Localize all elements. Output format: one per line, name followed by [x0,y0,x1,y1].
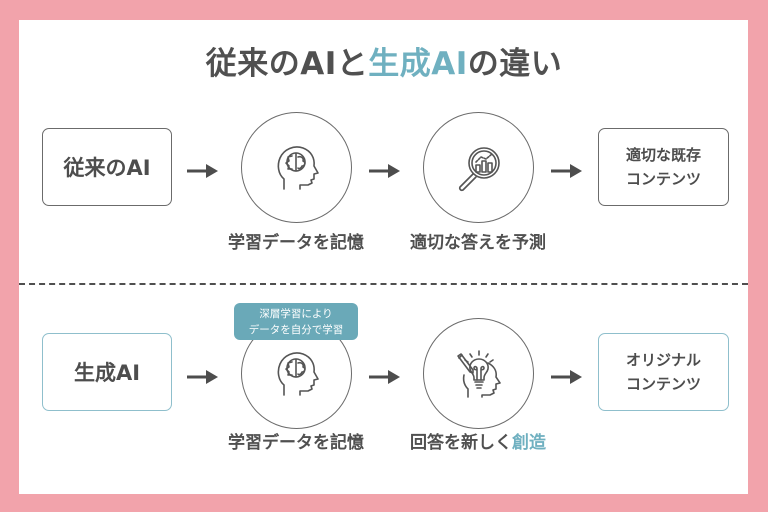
caption-accent: 創造 [512,433,546,453]
original-content-line2: コンテンツ [625,375,701,393]
section-divider [19,283,748,285]
title-part-3: の違い [467,46,563,82]
title-part-1: 従来のAIと [205,46,369,82]
arrow-right-icon [551,164,582,178]
brain-head-icon [277,351,319,396]
diagram-panel [19,20,748,494]
arrow-right-icon [369,370,400,384]
arrow-right-icon [187,370,218,384]
traditional-step1-caption: 学習データを記憶 [228,233,364,253]
brain-head-icon [277,145,319,190]
arrow-right-icon [551,370,582,384]
traditional-step1-circle [241,112,352,223]
badge-line2: データを自分で学習 [248,323,344,336]
generative-step2-caption: 回答を新しく創造 [378,432,578,454]
existing-content-box: 適切な既存 コンテンツ [598,128,729,206]
generative-step2-circle [423,318,534,429]
traditional-step2-caption: 適切な答えを予測 [410,233,546,253]
deep-learning-badge: 深層学習により データを自分で学習 [234,303,358,340]
original-content-box: オリジナル コンテンツ [598,333,729,411]
magnifier-chart-icon [458,146,500,191]
generative-step1-caption: 学習データを記憶 [228,433,364,453]
arrow-right-icon [369,164,400,178]
caption-plain: 回答を新しく [410,433,512,453]
existing-content-line1: 適切な既存 [625,146,701,164]
lightbulb-head-pencil-icon [456,349,501,398]
traditional-step2-circle [423,112,534,223]
traditional-ai-label: 従来のAI [63,156,151,180]
arrow-right-icon [187,164,218,178]
original-content-line1: オリジナル [625,351,701,369]
existing-content-line2: コンテンツ [625,170,701,188]
generative-ai-box: 生成AI [42,333,172,411]
generative-ai-label: 生成AI [73,361,141,385]
title-accent: 生成AI [368,46,468,82]
badge-line1: 深層学習により [259,307,333,320]
diagram-title: 従来のAIと生成AIの違い [0,44,768,84]
traditional-ai-box: 従来のAI [42,128,172,206]
